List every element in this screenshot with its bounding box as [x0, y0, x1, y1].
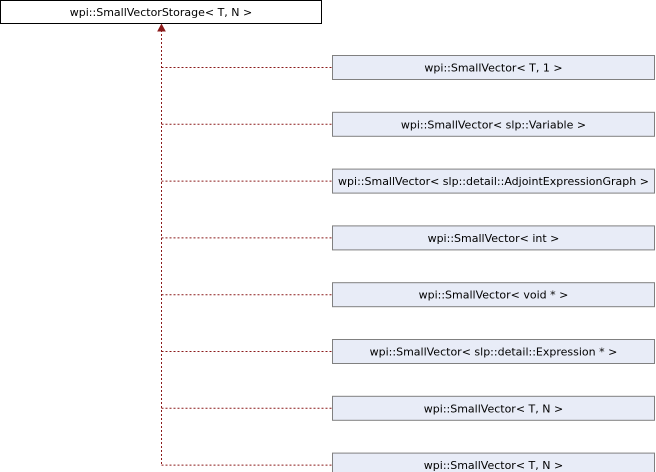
derived-class-box	[332, 225, 655, 251]
inheritance-arrowhead	[157, 23, 166, 32]
derived-class-label: wpi::SmallVector< slp::detail::AdjointEx…	[338, 175, 649, 188]
derived-class-node[interactable]: wpi::SmallVector< int >	[332, 225, 655, 251]
derived-class-box	[332, 282, 655, 308]
base-class-node[interactable]: wpi::SmallVectorStorage< T, N >	[0, 0, 322, 24]
derived-class-label: wpi::SmallVector< T, N >	[424, 459, 563, 472]
derived-class-node[interactable]: wpi::SmallVector< slp::detail::AdjointEx…	[332, 168, 655, 194]
derived-class-label: wpi::SmallVector< slp::Variable >	[401, 118, 586, 131]
derived-class-node[interactable]: wpi::SmallVector< T, 1 >	[332, 55, 655, 80]
derived-class-nodes: wpi::SmallVector< T, 1 >wpi::SmallVector…	[332, 55, 655, 472]
derived-class-box	[332, 452, 655, 472]
derived-class-label: wpi::SmallVector< T, 1 >	[424, 62, 562, 75]
derived-class-box	[332, 339, 655, 364]
derived-class-node[interactable]: wpi::SmallVector< void * >	[332, 282, 655, 308]
derived-class-box	[332, 55, 655, 80]
inheritance-edges	[157, 23, 333, 466]
derived-class-label: wpi::SmallVector< slp::detail::Expressio…	[370, 346, 618, 359]
derived-class-node[interactable]: wpi::SmallVector< T, N >	[332, 395, 655, 421]
derived-class-label: wpi::SmallVector< void * >	[419, 289, 569, 302]
derived-class-node[interactable]: wpi::SmallVector< slp::Variable >	[332, 111, 655, 137]
derived-class-node[interactable]: wpi::SmallVector< slp::detail::Expressio…	[332, 339, 655, 364]
derived-class-node[interactable]: wpi::SmallVector< T, N >	[332, 452, 655, 472]
derived-class-label: wpi::SmallVector< int >	[428, 232, 560, 245]
derived-class-box	[332, 395, 655, 421]
derived-class-box	[332, 168, 655, 194]
derived-class-label: wpi::SmallVector< T, N >	[424, 402, 563, 415]
base-class-label: wpi::SmallVectorStorage< T, N >	[70, 6, 252, 19]
derived-class-box	[332, 111, 655, 137]
base-class-box	[0, 0, 322, 24]
